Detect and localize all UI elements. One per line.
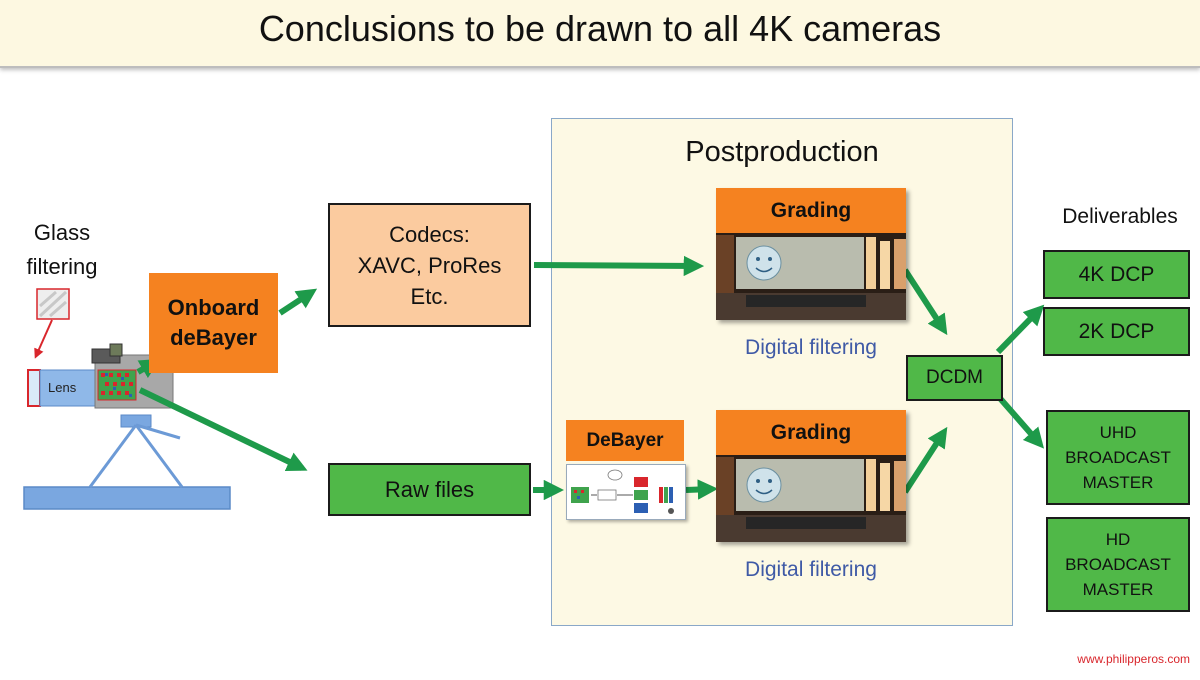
title-bar — [0, 0, 1200, 68]
grading-label-top: Grading — [716, 188, 906, 233]
grading-room-photo-bottom — [716, 455, 906, 542]
page-title: Conclusions to be drawn to all 4K camera… — [258, 8, 942, 49]
dcdm-box: DCDM — [906, 355, 1003, 401]
grading-tile-top: Grading — [716, 188, 906, 320]
bayer-pattern — [101, 373, 133, 395]
grading-label-bottom: Grading — [716, 410, 906, 455]
lens-label: Lens — [48, 380, 77, 395]
grading-room-photo-top — [716, 233, 906, 320]
debayer-box: DeBayer — [566, 420, 684, 461]
digital-filtering-label-bottom: Digital filtering — [745, 558, 877, 581]
camera-tripod — [23, 414, 231, 510]
debayer-process-thumbnail — [566, 464, 686, 520]
glass-filter-swatch — [34, 288, 70, 359]
flow-arrows — [136, 255, 1045, 501]
deliverable-4k-dcp: 4K DCP — [1043, 250, 1190, 299]
footer-website-link[interactable]: www.philipperos.com — [1077, 652, 1190, 666]
raw-files-box: Raw files — [328, 463, 531, 516]
deliverable-hd-broadcast-master: HD BROADCAST MASTER — [1046, 517, 1190, 612]
codecs-box: Codecs: XAVC, ProRes Etc. — [328, 203, 531, 327]
digital-filtering-label-top: Digital filtering — [745, 336, 877, 359]
grading-tile-bottom: Grading — [716, 410, 906, 542]
postproduction-title: Postproduction — [685, 136, 879, 168]
glass-filtering-label: Glass filtering — [26, 220, 98, 279]
deliverables-title: Deliverables — [1062, 205, 1178, 228]
onboard-debayer-box: Onboard deBayer — [149, 273, 278, 373]
deliverable-2k-dcp: 2K DCP — [1043, 307, 1190, 356]
deliverable-uhd-broadcast-master: UHD BROADCAST MASTER — [1046, 410, 1190, 505]
